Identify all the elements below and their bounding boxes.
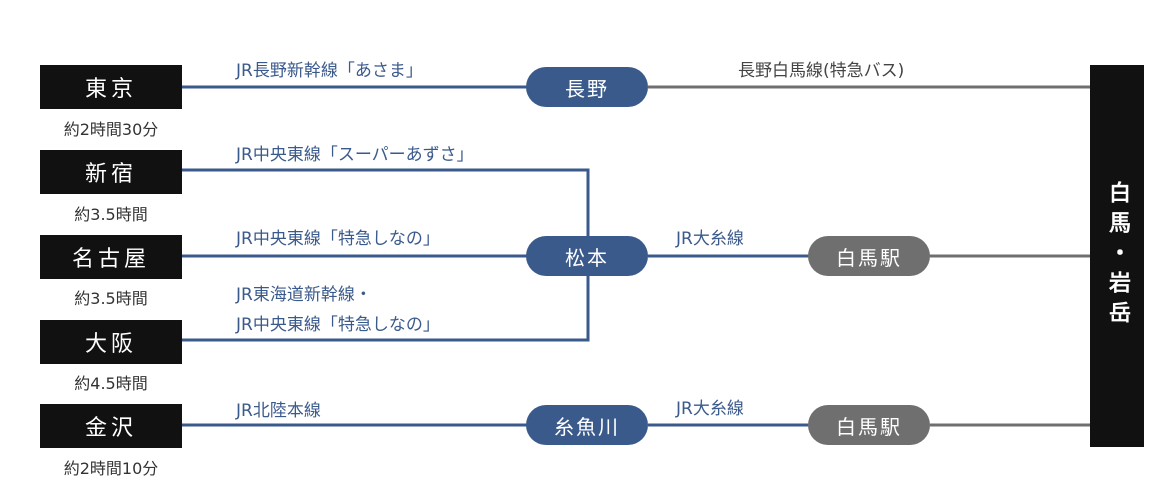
- line-label-itoigawa-hakuba: JR大糸線: [676, 399, 744, 419]
- origin-tokyo: 東京: [40, 65, 182, 109]
- travel-time-osaka: 約4.5時間: [74, 374, 148, 393]
- line-label-kanazawa-itoigawa: JR北陸本線: [236, 401, 321, 421]
- hub-nagano: 長野: [526, 67, 648, 107]
- hub-hakuba-station-1: 白馬駅: [808, 236, 930, 276]
- travel-time-tokyo: 約2時間30分: [63, 120, 159, 139]
- line-label-matsumoto-hakuba: JR大糸線: [676, 229, 744, 249]
- hub-matsumoto: 松本: [526, 236, 648, 276]
- line-label-tokyo-nagano: JR長野新幹線「あさま」: [236, 61, 423, 81]
- travel-time-nagoya: 約3.5時間: [74, 289, 148, 308]
- origin-kanazawa: 金沢: [40, 404, 182, 448]
- travel-time-kanazawa: 約2時間10分: [63, 459, 159, 478]
- hub-itoigawa: 糸魚川: [526, 405, 648, 445]
- line-label-shinjuku-matsumoto: JR中央東線「スーパーあずさ」: [236, 145, 474, 165]
- destination-hakuba-iwatake: 白馬・岩岳: [1090, 65, 1144, 447]
- origin-nagoya: 名古屋: [40, 235, 182, 279]
- route-osaka-matsumoto: [182, 276, 590, 342]
- travel-time-shinjuku: 約3.5時間: [74, 205, 148, 224]
- origin-shinjuku: 新宿: [40, 150, 182, 194]
- line-label-nagano-hakuba: 長野白馬線(特急バス): [738, 61, 905, 81]
- hub-hakuba-station-2: 白馬駅: [808, 405, 930, 445]
- origin-osaka: 大阪: [40, 320, 182, 364]
- line-label-osaka-matsumoto-2: JR中央東線「特急しなの」: [236, 315, 440, 335]
- line-label-nagoya-matsumoto: JR中央東線「特急しなの」: [236, 229, 440, 249]
- line-label-osaka-matsumoto-1: JR東海道新幹線・: [236, 285, 372, 305]
- route-shinjuku-matsumoto: [182, 168, 590, 236]
